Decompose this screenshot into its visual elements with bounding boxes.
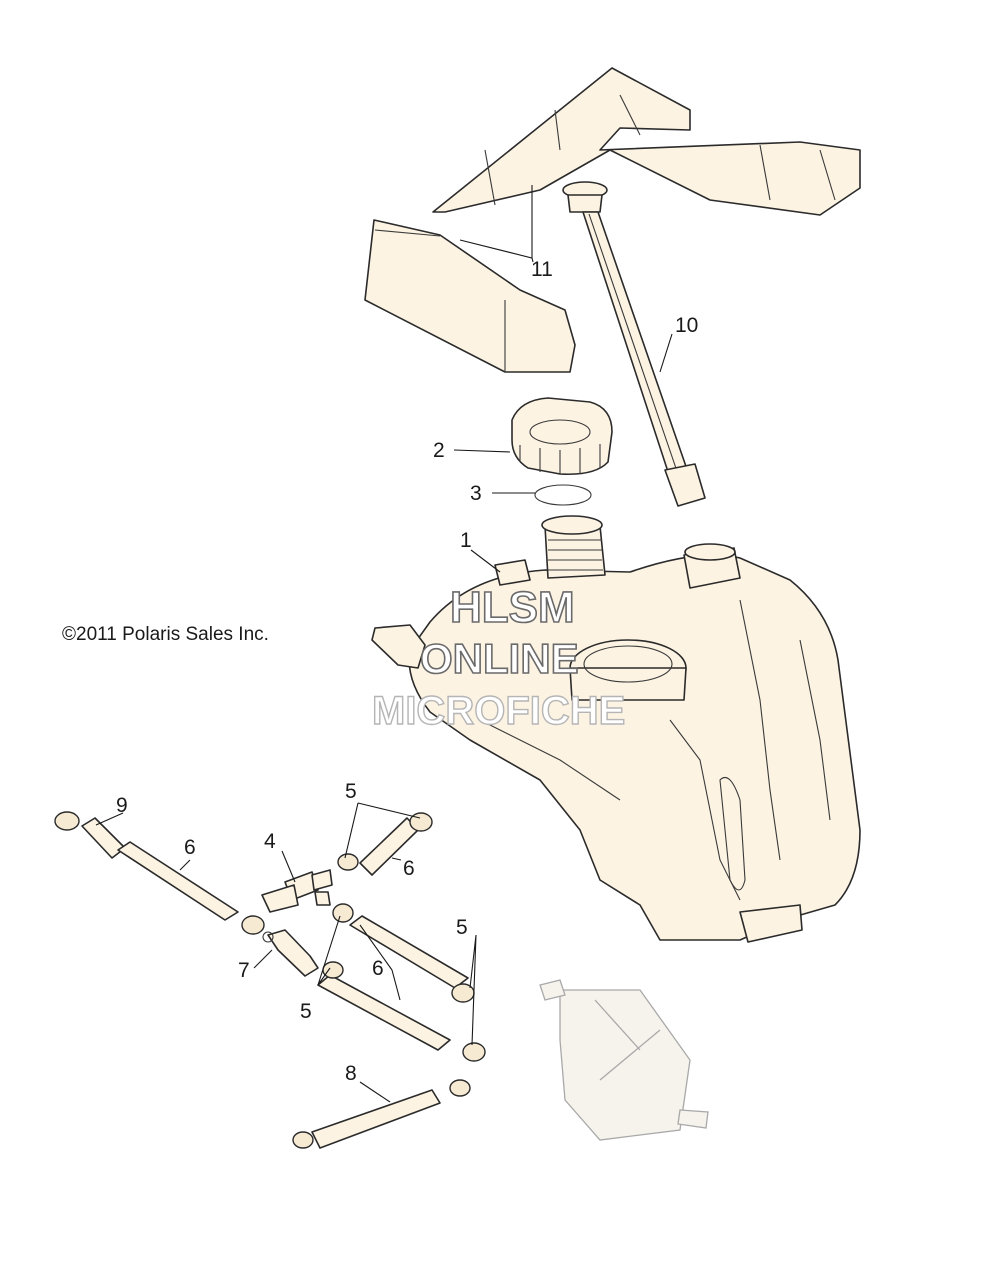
part-8-hose — [311, 1089, 441, 1149]
part-9-hose — [54, 811, 126, 859]
callout-3: 3 — [470, 482, 482, 505]
callout-6-top: 6 — [403, 857, 415, 880]
watermark-line-3: MICROFICHE — [372, 689, 625, 733]
part-11-tank-pad — [364, 67, 861, 373]
part-4-valve-tee — [261, 869, 333, 913]
part-10-fuel-gauge-sender — [562, 181, 706, 507]
leader-lines — [95, 185, 673, 1103]
callout-4: 4 — [264, 830, 276, 853]
callout-10: 10 — [675, 314, 698, 337]
callout-11: 11 — [531, 258, 553, 281]
part-2-fuel-cap — [511, 397, 613, 476]
callout-5-right: 5 — [456, 916, 468, 939]
callout-7: 7 — [238, 959, 250, 982]
part-5-clamps — [241, 812, 486, 1149]
part-3-o-ring — [534, 484, 592, 506]
part-6-hoses — [117, 817, 469, 1051]
callout-1: 1 — [460, 529, 472, 552]
watermark-line-1: HLSM — [450, 583, 575, 632]
part-1-fuel-tank — [371, 515, 861, 943]
part-7-fitting — [262, 929, 319, 977]
watermark: HLSM ONLINE MICROFICHE — [371, 582, 626, 734]
callout-5-bottom: 5 — [300, 1000, 312, 1023]
callout-labels: 11 10 2 3 1 5 9 4 6 6 5 6 7 5 8 — [116, 258, 698, 1085]
callout-6-left: 6 — [184, 836, 196, 859]
copyright-text: ©2011 Polaris Sales Inc. — [62, 624, 269, 645]
callout-9: 9 — [116, 794, 128, 817]
callout-2: 2 — [433, 439, 445, 462]
callout-6-mid: 6 — [372, 957, 384, 980]
callout-5-top: 5 — [345, 780, 357, 803]
fuel-pump-ghost — [539, 979, 709, 1141]
watermark-line-2: ONLINE — [420, 635, 579, 682]
callout-8: 8 — [345, 1062, 357, 1085]
